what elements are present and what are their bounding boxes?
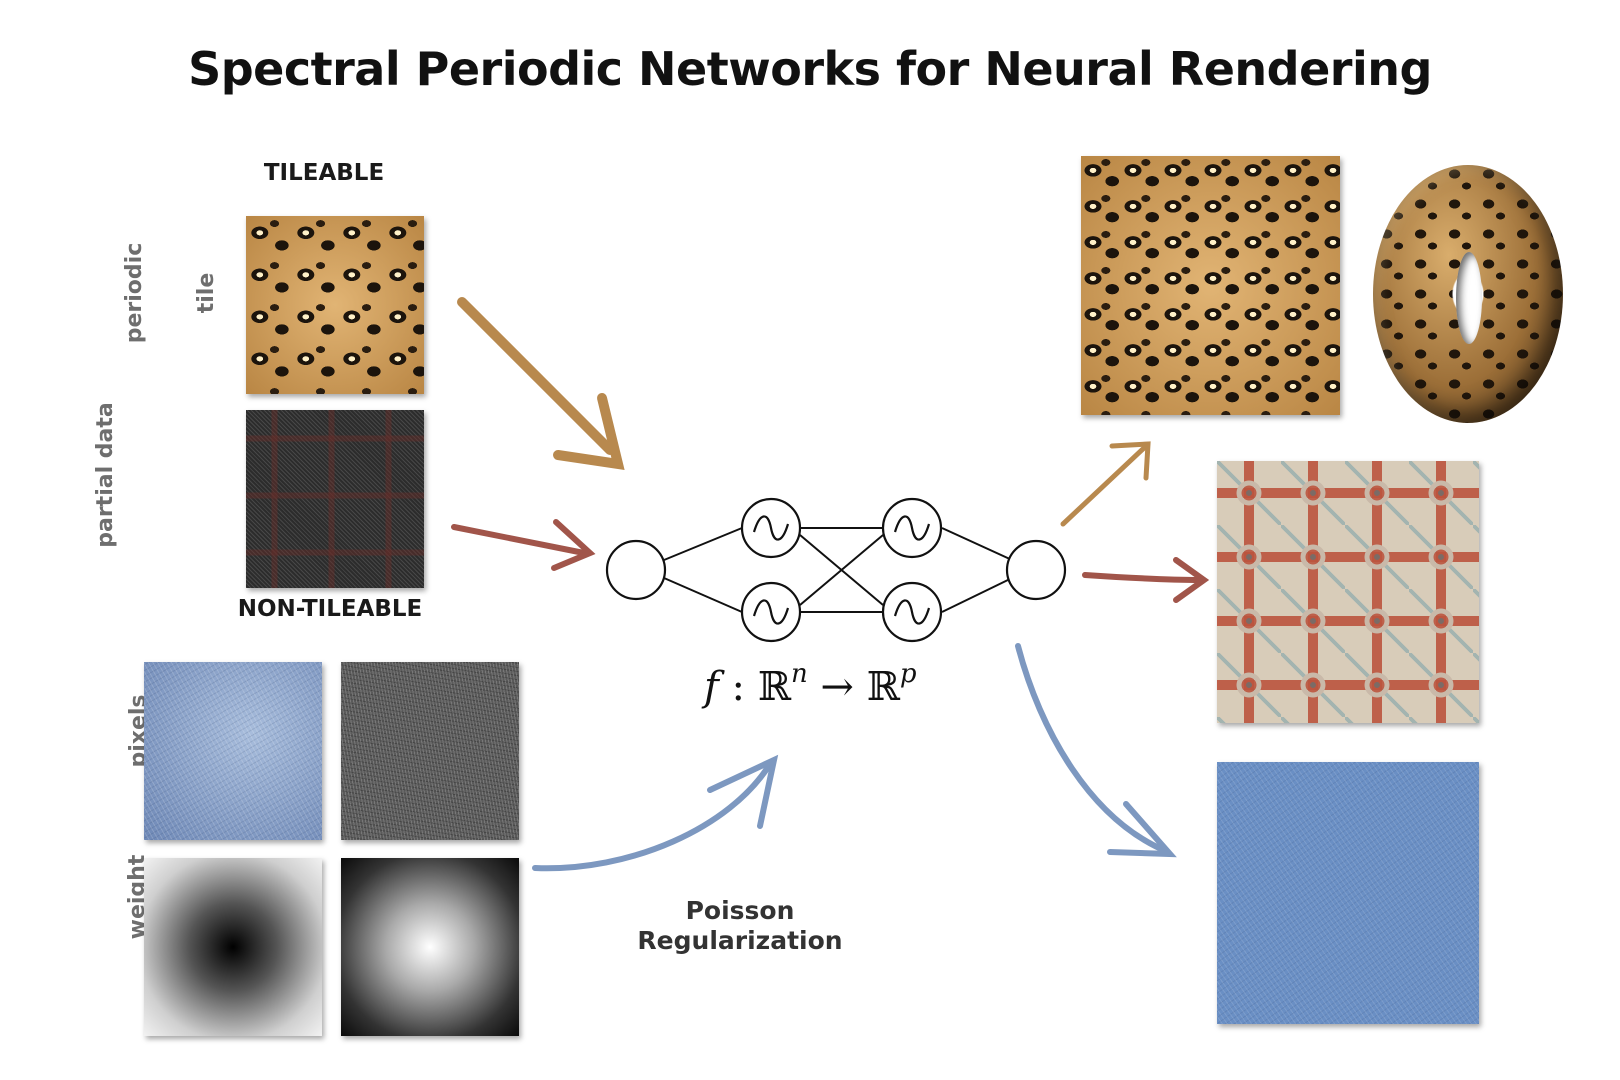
formula-domain: ℝ xyxy=(757,664,791,710)
periodic-tile-image xyxy=(246,216,424,394)
poisson-label-line1: Poisson xyxy=(685,896,795,925)
formula-codomain: ℝ xyxy=(866,664,900,710)
formula-domain-exponent: n xyxy=(790,659,808,689)
poisson-label-line2: Regularization xyxy=(637,926,843,955)
network-formula: f : ℝn → ℝp xyxy=(704,661,917,710)
arrow-periodic-to-network xyxy=(457,297,625,471)
partial-data-image xyxy=(246,410,424,588)
output-neuron xyxy=(1005,539,1067,601)
formula-arrow: → xyxy=(807,664,867,710)
arrow-poisson-to-network xyxy=(532,754,779,872)
non-tileable-header: NON-TILEABLE xyxy=(237,596,423,622)
output-leopard-texture-image xyxy=(1081,156,1340,415)
arrow-partial-to-network xyxy=(451,519,596,571)
tileable-header: TILEABLE xyxy=(263,160,385,186)
weight-mask-dark-center-image xyxy=(144,858,322,1036)
input-neuron xyxy=(605,539,667,601)
network-neurons xyxy=(605,497,1067,643)
formula-colon: : xyxy=(718,664,758,710)
sine-wave-icon xyxy=(752,599,790,625)
sine-wave-icon xyxy=(893,515,931,541)
sine-wave-icon xyxy=(893,599,931,625)
torus-hole xyxy=(1456,252,1482,344)
arrow-network-to-leopard xyxy=(1060,441,1151,527)
sine-wave-icon xyxy=(752,515,931,625)
page-title: Spectral Periodic Networks for Neural Re… xyxy=(188,42,1432,96)
denim-pixels-image xyxy=(144,662,322,840)
output-denim-texture-image xyxy=(1217,762,1479,1024)
weight-mask-light-center-image xyxy=(341,858,519,1036)
formula-function: f xyxy=(704,664,719,710)
output-tile-pattern-image xyxy=(1217,461,1479,723)
arrow-network-to-tile xyxy=(1082,557,1210,603)
sine-wave-icon xyxy=(752,515,790,541)
arrow-network-to-denim xyxy=(1015,643,1177,858)
gradient-image xyxy=(341,662,519,840)
poisson-regularization-label: Poisson Regularization xyxy=(620,896,860,956)
network-connections xyxy=(663,527,1013,613)
formula-codomain-exponent: p xyxy=(899,659,917,689)
